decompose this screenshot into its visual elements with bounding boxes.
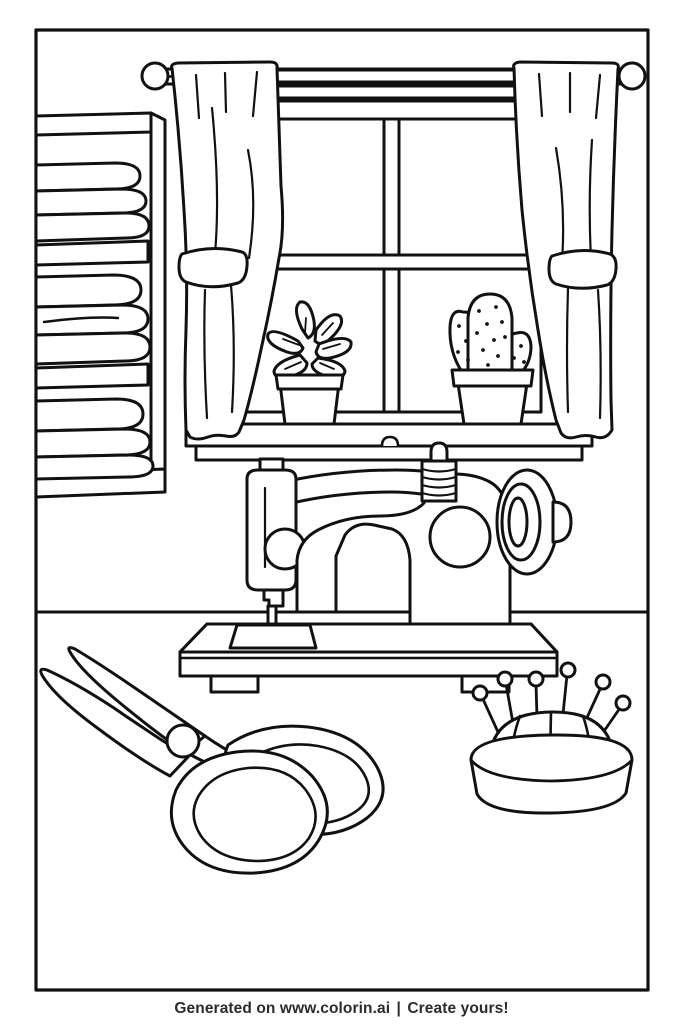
curtain-left (170, 60, 285, 441)
scissors-handle-left-inner (192, 766, 317, 863)
table-needle-plate (228, 623, 318, 650)
machine-body-dial (428, 505, 492, 569)
plant-leaf-veins (282, 317, 341, 370)
pincushion (469, 661, 634, 815)
table-foot-left (209, 674, 260, 694)
footer-prefix: Generated on (174, 999, 280, 1017)
footer-cta[interactable]: Create yours! (407, 999, 509, 1017)
sewing-table (178, 622, 559, 694)
thread-spool (420, 441, 458, 503)
fabric-shelf (34, 111, 167, 499)
fabric-stack-1 (34, 161, 151, 243)
handwheel (495, 468, 573, 576)
window-sill-apron (194, 444, 584, 462)
cactus-spines (456, 305, 526, 367)
window-sill (184, 422, 594, 448)
pincushion-bowl (469, 733, 634, 815)
potted-plant (266, 300, 353, 426)
shelf-board-mid-2 (34, 362, 150, 390)
shelf-top-board (34, 111, 153, 137)
pin (583, 673, 612, 724)
machine-head-knob (258, 457, 285, 472)
fold-crease (42, 316, 120, 324)
fabric-stack-3 (34, 397, 155, 481)
scissors (39, 646, 385, 875)
pin (471, 684, 500, 734)
curtain-left-tieback (177, 247, 249, 289)
shelf-post-outer (149, 111, 167, 489)
cactus-pot-rim (450, 368, 535, 388)
window-sill-notch (380, 435, 400, 448)
curtain-right (512, 60, 620, 440)
pin (559, 661, 577, 716)
curtain-right-body (512, 60, 620, 440)
window-mullion-horizontal (243, 253, 543, 271)
scissors-blade-lower (39, 667, 190, 778)
handwheel-inner (507, 496, 529, 548)
pin (496, 670, 515, 725)
rod-finial-right-icon (617, 61, 647, 91)
pincushion-bowl-rim (469, 758, 634, 783)
cactus-body (466, 292, 514, 376)
pins (471, 661, 632, 739)
curtain-right-tieback (547, 249, 618, 290)
plant-leaf (266, 330, 305, 355)
footer-site-link[interactable]: www.colorin.ai (279, 999, 391, 1017)
sewing-machine (245, 441, 573, 645)
spool-top-cap (429, 441, 449, 463)
spool-thread-lines (420, 467, 458, 497)
footer-credit: Generated on www.colorin.ai | Create you… (0, 993, 683, 1024)
potted-cactus (448, 292, 535, 426)
footer-separator: | (392, 999, 406, 1017)
rod-finial-left-icon (140, 61, 170, 91)
shelf-board-mid-1 (34, 239, 150, 267)
handwheel-hub (551, 500, 573, 544)
fabric-stack-2 (34, 273, 152, 366)
curtain-right-folds (537, 71, 602, 420)
scissors-pivot-screw (165, 723, 201, 759)
scissors-blade-upper (67, 646, 207, 754)
plant-pot-rim (274, 373, 345, 391)
